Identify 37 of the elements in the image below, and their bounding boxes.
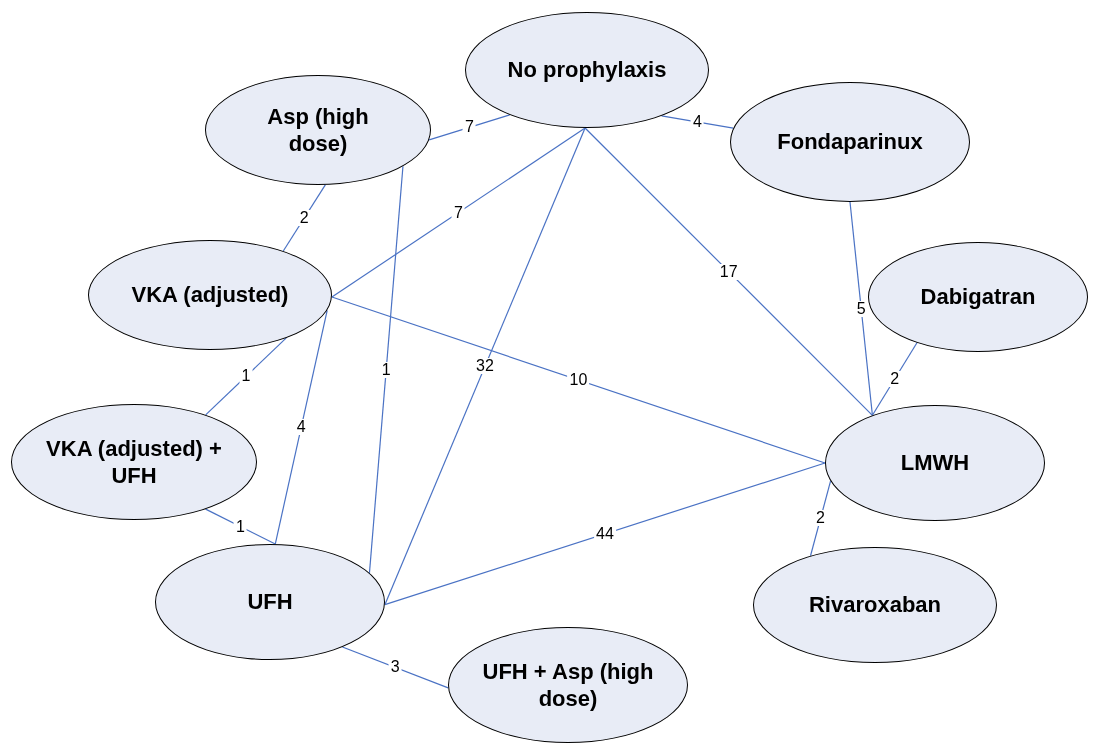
connector-line [849,201,873,416]
connector-line [205,508,276,545]
edge-label: 17 [717,263,740,280]
treatment-name: Rivaroxaban [808,591,942,619]
connector-line [341,646,449,689]
treatment-name: VKA (adjusted) [131,281,289,309]
connector-line [205,337,287,416]
treatment-name: Fondaparinux [777,128,923,156]
treatment-name: UFH [247,588,293,616]
edge-label: 7 [452,204,465,221]
connector-line [584,127,873,416]
treatment-name: VKA (adjusted) + UFH [45,434,223,490]
connector-line [274,309,328,545]
treatment-name: No prophylaxis [507,56,667,84]
connector-line [661,115,734,129]
connector-line [384,127,586,606]
edge-label: 2 [297,209,311,226]
edge-label: 2 [888,371,902,388]
connector-line [331,296,826,464]
treatment-name: UFH + Asp (high dose) [481,657,655,713]
edge-label: 44 [594,525,616,542]
connector-line [331,127,586,298]
edge-label: 1 [379,361,393,378]
treatment-name: Dabigatran [920,283,1036,311]
connector-line [428,114,511,141]
edge-label: 1 [239,368,253,385]
edge-label: 1 [234,518,247,535]
edge-label: 32 [474,358,496,375]
edge-label: 10 [567,372,590,388]
edge-label: 4 [294,419,308,436]
treatment-name: LMWH [900,449,970,477]
treatment-name: Asp (high dose) [266,102,370,158]
connector-line [368,165,404,574]
edge-label: 2 [814,510,827,527]
connector-line [384,462,826,606]
edge-label: 5 [854,300,868,317]
edge-label: 4 [690,114,704,130]
